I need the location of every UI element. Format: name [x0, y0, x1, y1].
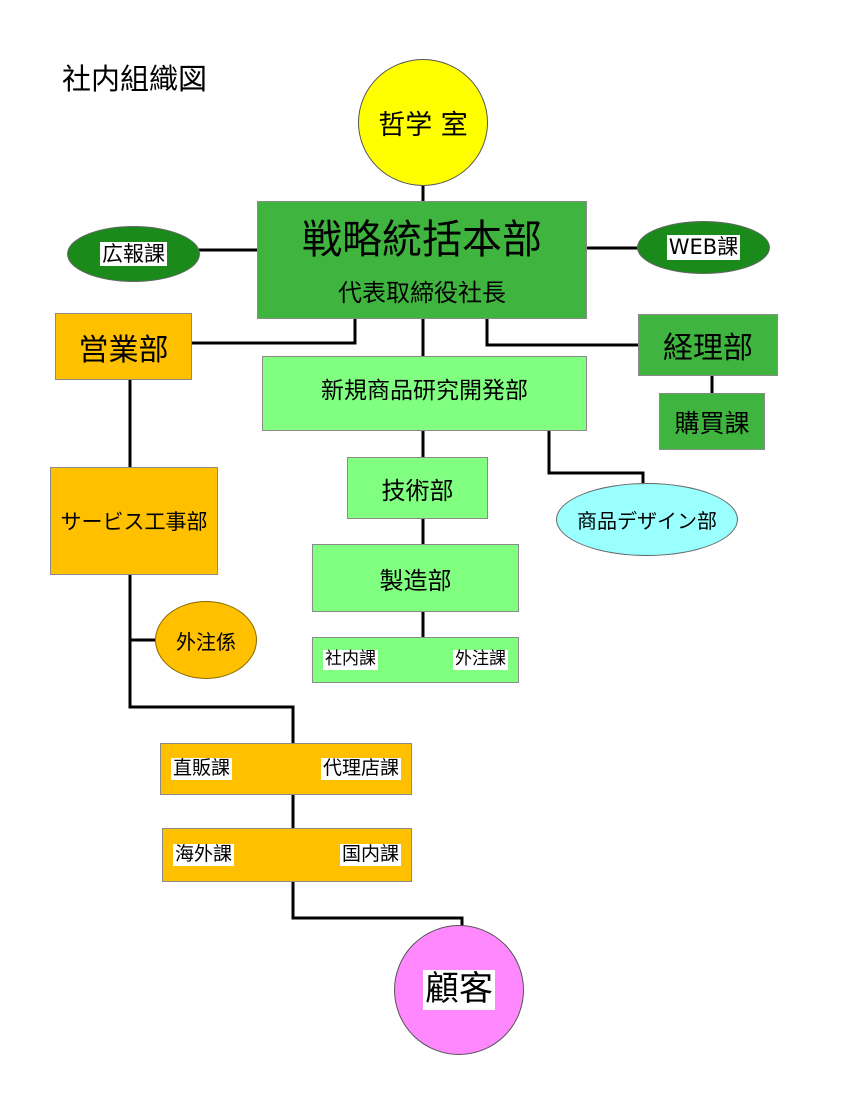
strategy-hq-node[interactable]: 戦略統括本部 代表取締役社長	[257, 201, 587, 319]
agency-section-label: 代理店課	[320, 757, 401, 780]
customer-node[interactable]: 顧客	[394, 925, 524, 1055]
outsource-staff-label: 外注係	[176, 629, 236, 654]
sales-channels-node[interactable]: 直販課 代理店課	[160, 743, 412, 795]
accounting-dept-label: 経理部	[663, 331, 753, 366]
rnd-dept-node[interactable]: 新規商品研究開発部	[262, 356, 587, 431]
manufacturing-dept-label: 製造部	[379, 566, 452, 595]
pr-section-node[interactable]: 広報課	[67, 226, 200, 282]
customer-label: 顧客	[423, 969, 495, 1010]
web-section-label: WEB課	[666, 235, 741, 260]
outsourcing-section-label: 外注課	[453, 649, 508, 670]
outsource-staff-node[interactable]: 外注係	[155, 601, 257, 679]
sales-dept-node[interactable]: 営業部	[55, 313, 192, 380]
page-title: 社内組織図	[62, 62, 208, 96]
domestic-section-label: 国内課	[339, 843, 401, 866]
sales-dept-label: 営業部	[78, 332, 169, 368]
service-dept-label: サービス工事部	[60, 510, 208, 534]
overseas-section-label: 海外課	[173, 843, 235, 866]
manufacturing-sections-node[interactable]: 社内課 外注課	[312, 637, 519, 683]
philosophy-office-label: 哲学 室	[378, 110, 468, 141]
connector-hq-accounting	[485, 317, 638, 347]
connector-regions-customer	[291, 882, 464, 927]
product-design-dept-label: 商品デザイン部	[577, 509, 717, 533]
accounting-dept-node[interactable]: 経理部	[638, 314, 778, 376]
purchasing-section-label: 購買課	[674, 408, 750, 438]
rnd-dept-label: 新規商品研究開発部	[321, 378, 528, 404]
strategy-hq-label: 戦略統括本部	[302, 216, 542, 263]
president-label: 代表取締役社長	[338, 278, 506, 307]
direct-sales-section-label: 直販課	[171, 757, 233, 780]
web-section-node[interactable]: WEB課	[637, 221, 770, 274]
philosophy-office-node[interactable]: 哲学 室	[358, 59, 488, 186]
manufacturing-dept-node[interactable]: 製造部	[312, 544, 519, 612]
product-design-dept-node[interactable]: 商品デザイン部	[556, 483, 738, 556]
sales-regions-node[interactable]: 海外課 国内課	[162, 828, 412, 882]
purchasing-section-node[interactable]: 購買課	[659, 393, 765, 450]
connector-rnd-design	[547, 430, 645, 483]
tech-dept-label: 技術部	[381, 476, 454, 505]
tech-dept-node[interactable]: 技術部	[347, 457, 488, 519]
in-house-section-label: 社内課	[323, 649, 378, 670]
service-dept-node[interactable]: サービス工事部	[50, 467, 218, 575]
connector-hq-sales	[192, 317, 357, 345]
pr-section-label: 広報課	[100, 241, 167, 267]
